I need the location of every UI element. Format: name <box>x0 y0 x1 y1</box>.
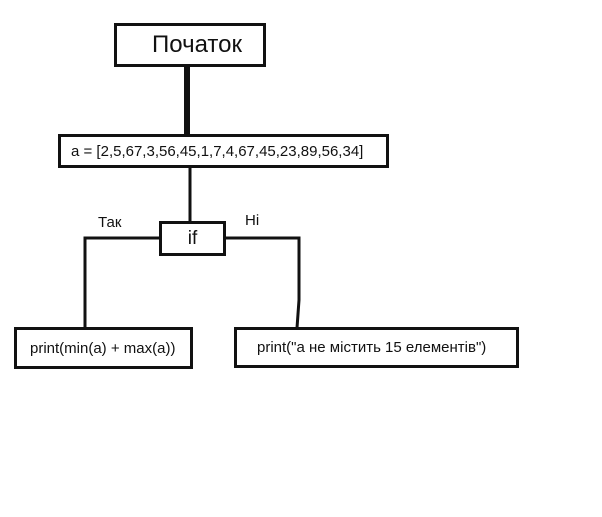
if-block: if <box>159 221 226 256</box>
assign-text: a = [2,5,67,3,56,45,1,7,4,67,45,23,89,56… <box>71 142 364 160</box>
yes-label: Так <box>98 214 122 231</box>
no-label: Ні <box>245 212 260 229</box>
no-action-block: print("a не містить 15 елементів") <box>234 327 519 368</box>
start-text: Початок <box>152 31 242 58</box>
yes-action-text: print(min(a) + max(a)) <box>30 339 176 357</box>
connector-yes-branch <box>83 236 161 328</box>
start-block: Початок <box>114 23 266 67</box>
no-action-text: print("a не містить 15 елементів") <box>257 339 487 356</box>
yes-action-block: print(min(a) + max(a)) <box>14 327 193 369</box>
connector-no-branch <box>224 236 301 329</box>
assign-block: a = [2,5,67,3,56,45,1,7,4,67,45,23,89,56… <box>58 134 389 168</box>
if-text: if <box>187 227 198 249</box>
